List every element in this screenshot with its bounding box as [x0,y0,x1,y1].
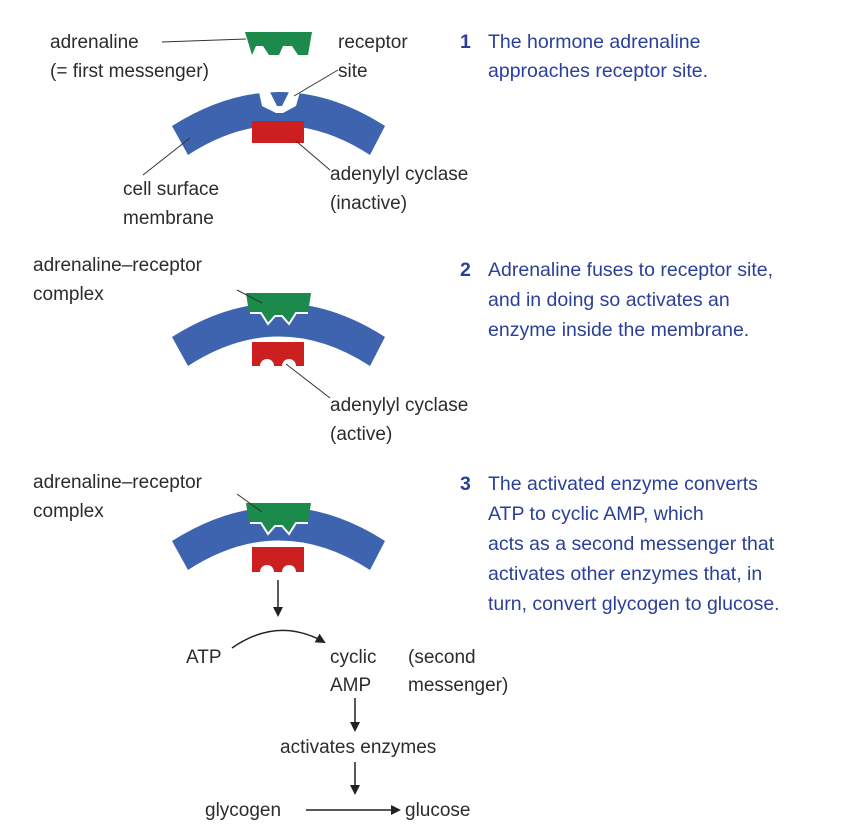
step-3-text-2: ATP to cyclic AMP, which [488,503,704,525]
adenylyl-cyclase-state-label: (inactive) [330,193,407,214]
cyclic-amp-label: cyclic [330,647,376,668]
adrenaline-receptor-complex [246,503,311,534]
membrane-label: cell surface [123,179,219,200]
second-messenger-label: (second [408,647,476,668]
panel-1: adrenaline (= first messenger) receptor … [50,31,708,229]
cyclic-amp-label-2: AMP [330,675,371,696]
enzyme-leader-line [285,363,331,399]
receptor-site-label-2: site [338,61,368,82]
adrenaline-leader-line [161,38,247,43]
complex-label: adrenaline–receptor [33,255,203,276]
adenylyl-cyclase-label: adenylyl cyclase [330,164,468,185]
step-2-text-3: enzyme inside the membrane. [488,319,749,341]
complex-fit-line [250,522,308,536]
complex-label-2: complex [33,501,104,522]
panel-3: adrenaline–receptor complex 3 The activa… [33,472,780,615]
atp-label: ATP [186,647,222,668]
step-3-text: The activated enzyme converts [488,473,758,495]
step-number-1: 1 [460,31,471,53]
adenylyl-cyclase-label: adenylyl cyclase [330,395,468,416]
receptor-leader-line [293,69,339,97]
step-2-text-2: and in doing so activates an [488,289,730,311]
complex-leader-line [236,493,263,513]
complex-label: adrenaline–receptor [33,472,203,493]
membrane-label-2: membrane [123,208,214,229]
step-number-2: 2 [460,259,471,281]
step-3-text-4: activates other enzymes that, in [488,563,762,585]
panel-2: adrenaline–receptor complex adenylyl cyc… [33,255,773,445]
second-messenger-label-2: messenger) [408,675,508,696]
step-3-text-3: acts as a second messenger that [488,533,775,555]
adenylyl-cyclase-active [252,342,304,366]
membrane-leader-line [142,137,191,176]
step-3-text-5: turn, convert glycogen to glucose. [488,593,780,615]
adenylyl-cyclase-state-label: (active) [330,424,392,445]
enzyme-leader-line [295,140,331,171]
complex-label-2: complex [33,284,104,305]
adrenaline-receptor-complex [246,293,311,324]
adenylyl-cyclase-inactive [252,121,304,143]
receptor-site-notch [259,92,300,113]
step-2-text: Adrenaline fuses to receptor site, [488,259,773,281]
cell-surface-membrane [172,303,385,366]
receptor-site-label: receptor [338,32,408,53]
adrenaline-molecule [245,32,312,55]
step-1-text-2: approaches receptor site. [488,60,708,82]
complex-leader-line [236,289,263,304]
activates-enzymes-label: activates enzymes [280,737,436,758]
cell-surface-membrane [172,507,385,570]
glycogen-label: glycogen [205,800,281,821]
complex-fit-line [250,312,308,326]
glucose-label: glucose [405,800,471,821]
adrenaline-label: adrenaline [50,32,139,53]
signalling-cascade: ATP cyclic AMP (second messenger) activa… [186,580,508,821]
step-number-3: 3 [460,473,471,495]
first-messenger-label: (= first messenger) [50,61,209,82]
adenylyl-cyclase-active [252,547,304,572]
step-1-text: The hormone adrenaline [488,31,700,53]
atp-conversion-arrow [231,629,326,649]
